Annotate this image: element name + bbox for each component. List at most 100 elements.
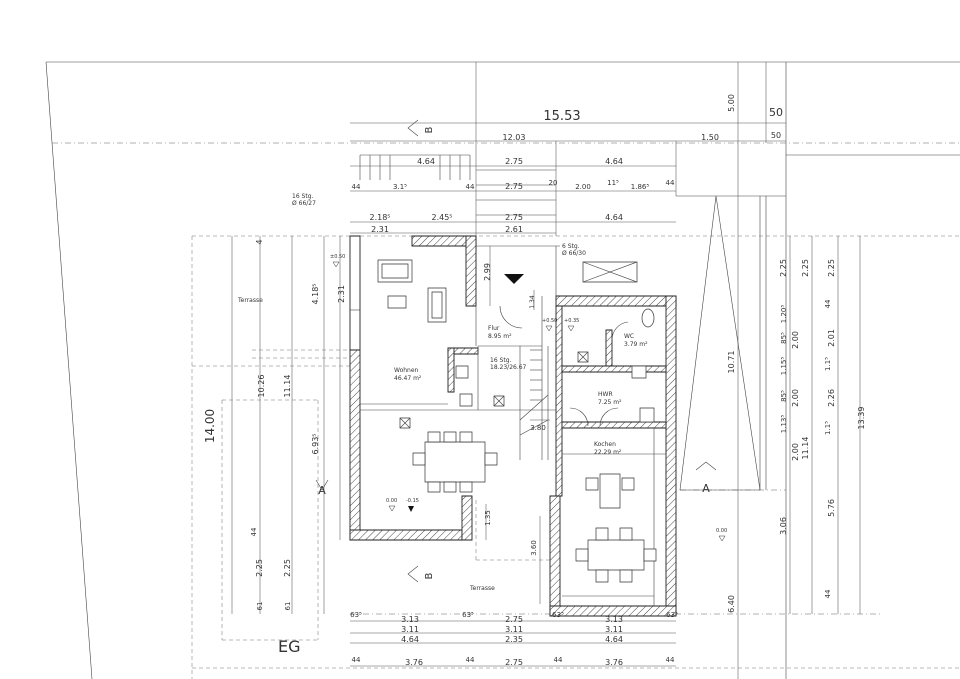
overall-width-label: 15.53 (543, 109, 580, 124)
dim-r-a: 2.25 (779, 259, 788, 277)
room-wc-name: WC (624, 333, 634, 340)
room-wohnen-area: 46.47 m² (394, 375, 422, 382)
dim-l-k: 4 (255, 239, 264, 244)
dim-r-f: 2.01 (827, 329, 836, 347)
dim-r-d: 1.20⁵ (780, 305, 788, 324)
room-terrasse-bottom: Terrasse (469, 585, 495, 592)
room-stairs-top-name: 6 Stg. (562, 243, 580, 250)
dim-r-w: 6.40 (727, 595, 736, 613)
dim-r3-0: 2.18⁵ (369, 213, 390, 222)
dim-r-v: 44 (824, 589, 832, 598)
dim-r-g: 2.00 (791, 331, 800, 349)
dim-r-j: 1.1⁵ (824, 357, 832, 371)
level-markers: ±0.50 +0.50 +0.35 0.00 -0.15 0.00 (330, 254, 727, 541)
dim-b1-5: 3.13 (605, 615, 623, 624)
stairs-eg (520, 350, 548, 435)
stairs-exterior-top (360, 155, 556, 215)
dim-b1-1: 3.13 (401, 615, 419, 624)
dim-b1-6: 63⁵ (666, 611, 678, 619)
dim-r-s: 13.39 (857, 407, 866, 430)
section-a-left: A (318, 484, 326, 497)
dim-top-gap: 5.00 (727, 94, 736, 112)
dim-hall-a: 3.80 (530, 424, 546, 432)
level-lv5: -0.15 (406, 498, 419, 504)
dim-l-c: 4.18⁵ (311, 283, 320, 304)
dim-l-outer: 14.00 (203, 409, 217, 443)
dim-l-e: 2.31 (337, 285, 346, 303)
dim-top-50a: 50 (769, 106, 783, 119)
dim-l-i: 61 (256, 602, 264, 611)
dim-r4-0: 2.31 (371, 225, 389, 234)
dim-r3-1: 2.45⁵ (431, 213, 452, 222)
dim-hall-c: 3.60 (530, 540, 538, 556)
dim-b3-0: 4.64 (401, 635, 419, 644)
room-terrasse-left: Terrasse (237, 297, 263, 304)
room-flur-area: 8.95 m² (488, 333, 512, 340)
dim-b1-3: 2.75 (505, 615, 523, 624)
dim-l-a: 10.26 (257, 375, 266, 398)
dim-r-t: 3.06 (779, 517, 788, 535)
room-kochen-area: 22.29 m² (594, 449, 622, 456)
dim-l-d: 6.93⁵ (311, 433, 320, 454)
dim-b4-3: 2.75 (505, 658, 523, 667)
room-wc-area: 3.79 m² (624, 341, 648, 348)
furniture (378, 260, 656, 582)
dim-r2-4: 20 (549, 179, 558, 187)
dim-r2-3: 2.75 (505, 182, 523, 191)
section-b-top: B (424, 126, 435, 133)
dim-top-50b: 50 (771, 131, 781, 140)
dim-b3-1: 2.35 (505, 635, 523, 644)
dim-r2-8: 44 (666, 179, 675, 187)
dim-stair-width: 2.99 (483, 263, 492, 281)
dim-r-o: 1.1⁵ (824, 421, 832, 435)
doors (500, 306, 628, 426)
dim-r1-2: 4.64 (605, 157, 623, 166)
dim-b2-2: 3.11 (605, 625, 623, 634)
room-stairs-ext-name: 16 Stg. (292, 193, 314, 200)
dim-r-q: 11.14 (801, 437, 810, 460)
room-stairs-ext-ratio: Ø 66/27 (292, 200, 316, 207)
dim-b4-6: 44 (666, 656, 675, 664)
room-stairs-eg-ratio: 18.23/26.67 (490, 364, 527, 371)
dim-r-b: 2.25 (801, 259, 810, 277)
level-lv6: 0.00 (716, 528, 727, 534)
dim-r2-6: 11⁵ (607, 179, 619, 187)
dim-r-n: 1.13⁵ (780, 415, 788, 434)
dim-r2-2: 44 (466, 183, 475, 191)
tree-triangle (680, 196, 760, 490)
dim-b2-0: 3.11 (401, 625, 419, 634)
dim-hall-b: 1.35 (484, 510, 492, 526)
dim-r-i: 1.15⁵ (780, 357, 788, 376)
room-hwr-area: 7.25 m² (598, 399, 622, 406)
dim-r-r: 10.71 (727, 351, 736, 374)
dim-r-l: 2.26 (827, 389, 836, 407)
dim-door-small: 1.34 (529, 295, 536, 309)
dim-b4-4: 44 (554, 656, 563, 664)
dim-r-c: 2.25 (827, 259, 836, 277)
section-a-right: A (702, 482, 710, 495)
dim-b4-1: 3.76 (405, 658, 423, 667)
dim-r-m: 85⁵ (780, 390, 788, 402)
dim-r2-7: 1.86⁵ (631, 183, 650, 191)
dim-l-g: 2.25 (255, 559, 264, 577)
dim-l-b: 11.14 (283, 375, 292, 398)
dim-r-h: 85⁵ (780, 332, 788, 344)
dim-r3-2: 2.75 (505, 213, 523, 222)
dim-r-p: 2.00 (791, 443, 800, 461)
level-lv3: +0.35 (564, 318, 579, 324)
level-lv1: ±0.50 (330, 254, 345, 260)
room-kochen-name: Kochen (594, 441, 616, 448)
dim-r4-1: 2.61 (505, 225, 523, 234)
dim-b1-4: 63⁵ (552, 611, 564, 619)
section-b-bottom: B (424, 572, 435, 579)
section-letters: B B A A (318, 126, 710, 579)
dim-r1-1: 2.75 (505, 157, 523, 166)
dim-r2-5: 2.00 (575, 183, 591, 191)
dim-b1-0: 63⁵ (350, 611, 362, 619)
room-stairs-eg-name: 16 Stg. (490, 357, 512, 364)
dimension-texts: 15.53 12.03 1.50 50 50 5.00 4.64 2.75 4.… (203, 94, 866, 667)
level-marker-1 (408, 506, 414, 512)
dim-r-u: 5.76 (827, 499, 836, 517)
dim-l-j: 61 (284, 602, 292, 611)
